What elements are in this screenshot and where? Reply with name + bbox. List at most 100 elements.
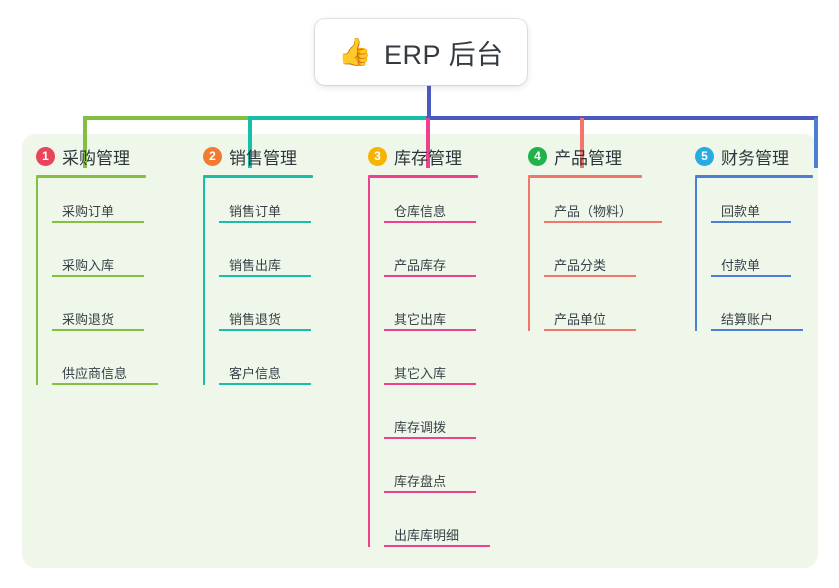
leaf-label: 其它出库 [394, 312, 447, 327]
leaf-label: 仓库信息 [394, 204, 447, 219]
leaf-list-3: 仓库信息产品库存其它出库其它入库库存调拨库存盘点出库库明细 [368, 178, 533, 556]
leaf-underline [52, 221, 144, 223]
leaf-label: 出库库明细 [394, 528, 460, 543]
leaf-underline [384, 329, 476, 331]
leaf-underline [544, 329, 636, 331]
branch-column-1: 1 采购管理采购订单采购入库采购退货供应商信息 [36, 140, 196, 394]
leaf-underline [384, 383, 476, 385]
leaf-node[interactable]: 出库库明细 [384, 502, 533, 556]
leaf-label: 库存调拨 [394, 420, 447, 435]
leaf-label: 采购订单 [62, 204, 115, 219]
leaf-label: 其它入库 [394, 366, 447, 381]
branch-badge-3: 3 [368, 146, 387, 166]
branch-underline-1 [36, 175, 146, 178]
leaf-node[interactable]: 其它入库 [384, 340, 533, 394]
leaf-label: 采购入库 [62, 258, 115, 273]
leaf-underline [711, 329, 803, 331]
bus-segment-green [83, 116, 252, 120]
branch-badge-5: 5 [695, 146, 714, 166]
branch-badge-2: 2 [203, 146, 222, 166]
branches-panel [22, 134, 818, 568]
leaf-label: 销售出库 [229, 258, 282, 273]
leaf-label: 产品分类 [554, 258, 607, 273]
branch-column-2: 2 销售管理销售订单销售出库销售退货客户信息 [203, 140, 363, 394]
leaf-label: 结算账户 [721, 312, 774, 327]
leaf-node[interactable]: 库存调拨 [384, 394, 533, 448]
leaf-node[interactable]: 采购订单 [52, 178, 196, 232]
leaf-node[interactable]: 付款单 [711, 232, 839, 286]
leaf-underline [52, 275, 144, 277]
leaf-node[interactable]: 销售订单 [219, 178, 363, 232]
leaf-label: 供应商信息 [62, 366, 128, 381]
leaf-label: 产品库存 [394, 258, 447, 273]
branch-title-1: 采购管理 [62, 148, 130, 168]
leaf-list-2: 销售订单销售出库销售退货客户信息 [203, 178, 363, 394]
leaf-label: 回款单 [721, 204, 761, 219]
drop-connector-3 [426, 118, 430, 168]
branch-underline-2 [203, 175, 313, 178]
leaf-label: 销售订单 [229, 204, 282, 219]
branch-title-3: 库存管理 [394, 148, 462, 168]
leaf-node[interactable]: 产品单位 [544, 286, 693, 340]
thumbs-up-icon: 👍 [338, 36, 373, 68]
leaf-node[interactable]: 回款单 [711, 178, 839, 232]
leaf-node[interactable]: 销售退货 [219, 286, 363, 340]
root-title: ERP 后台 [384, 39, 504, 70]
bus-segment-indigo [426, 116, 818, 120]
branch-underline-4 [528, 175, 642, 178]
branch-badge-1: 1 [36, 146, 55, 166]
branch-column-3: 3 库存管理仓库信息产品库存其它出库其它入库库存调拨库存盘点出库库明细 [368, 140, 533, 556]
branch-spine-5 [695, 178, 697, 331]
branch-title-5: 财务管理 [721, 148, 789, 168]
leaf-underline [711, 221, 791, 223]
leaf-node[interactable]: 结算账户 [711, 286, 839, 340]
leaf-node[interactable]: 其它出库 [384, 286, 533, 340]
branch-header-3[interactable]: 3 库存管理 [368, 140, 533, 172]
leaf-node[interactable]: 仓库信息 [384, 178, 533, 232]
root-node[interactable]: 👍 ERP 后台 [315, 19, 527, 85]
leaf-underline [52, 383, 158, 385]
leaf-node[interactable]: 供应商信息 [52, 340, 196, 394]
leaf-underline [219, 221, 311, 223]
leaf-node[interactable]: 客户信息 [219, 340, 363, 394]
leaf-label: 客户信息 [229, 366, 282, 381]
branch-title-4: 产品管理 [554, 148, 622, 168]
root-stem-connector [427, 85, 431, 118]
branch-header-1[interactable]: 1 采购管理 [36, 140, 196, 172]
leaf-underline [384, 221, 476, 223]
branch-underline-3 [368, 175, 478, 178]
drop-connector-5 [814, 118, 818, 168]
leaf-label: 采购退货 [62, 312, 115, 327]
branch-spine-2 [203, 178, 205, 385]
branch-underline-5 [695, 175, 813, 178]
branch-title-2: 销售管理 [229, 148, 297, 168]
drop-connector-1 [83, 118, 87, 168]
leaf-underline [384, 491, 476, 493]
leaf-underline [384, 275, 476, 277]
leaf-node[interactable]: 采购退货 [52, 286, 196, 340]
leaf-list-4: 产品（物料） 产品分类产品单位 [528, 178, 693, 340]
branch-spine-4 [528, 178, 530, 331]
leaf-underline [52, 329, 144, 331]
leaf-underline [219, 329, 311, 331]
leaf-underline [711, 275, 791, 277]
drop-connector-4 [580, 118, 584, 168]
leaf-node[interactable]: 产品库存 [384, 232, 533, 286]
leaf-underline [384, 545, 490, 547]
leaf-underline [544, 221, 662, 223]
leaf-underline [219, 275, 311, 277]
leaf-label: 库存盘点 [394, 474, 447, 489]
branch-header-5[interactable]: 5 财务管理 [695, 140, 839, 172]
branch-header-2[interactable]: 2 销售管理 [203, 140, 363, 172]
leaf-node[interactable]: 采购入库 [52, 232, 196, 286]
leaf-label: 产品单位 [554, 312, 607, 327]
leaf-node[interactable]: 销售出库 [219, 232, 363, 286]
leaf-node[interactable]: 产品（物料） [544, 178, 693, 232]
branch-spine-1 [36, 178, 38, 385]
leaf-node[interactable]: 库存盘点 [384, 448, 533, 502]
leaf-node[interactable]: 产品分类 [544, 232, 693, 286]
leaf-label: 付款单 [721, 258, 761, 273]
